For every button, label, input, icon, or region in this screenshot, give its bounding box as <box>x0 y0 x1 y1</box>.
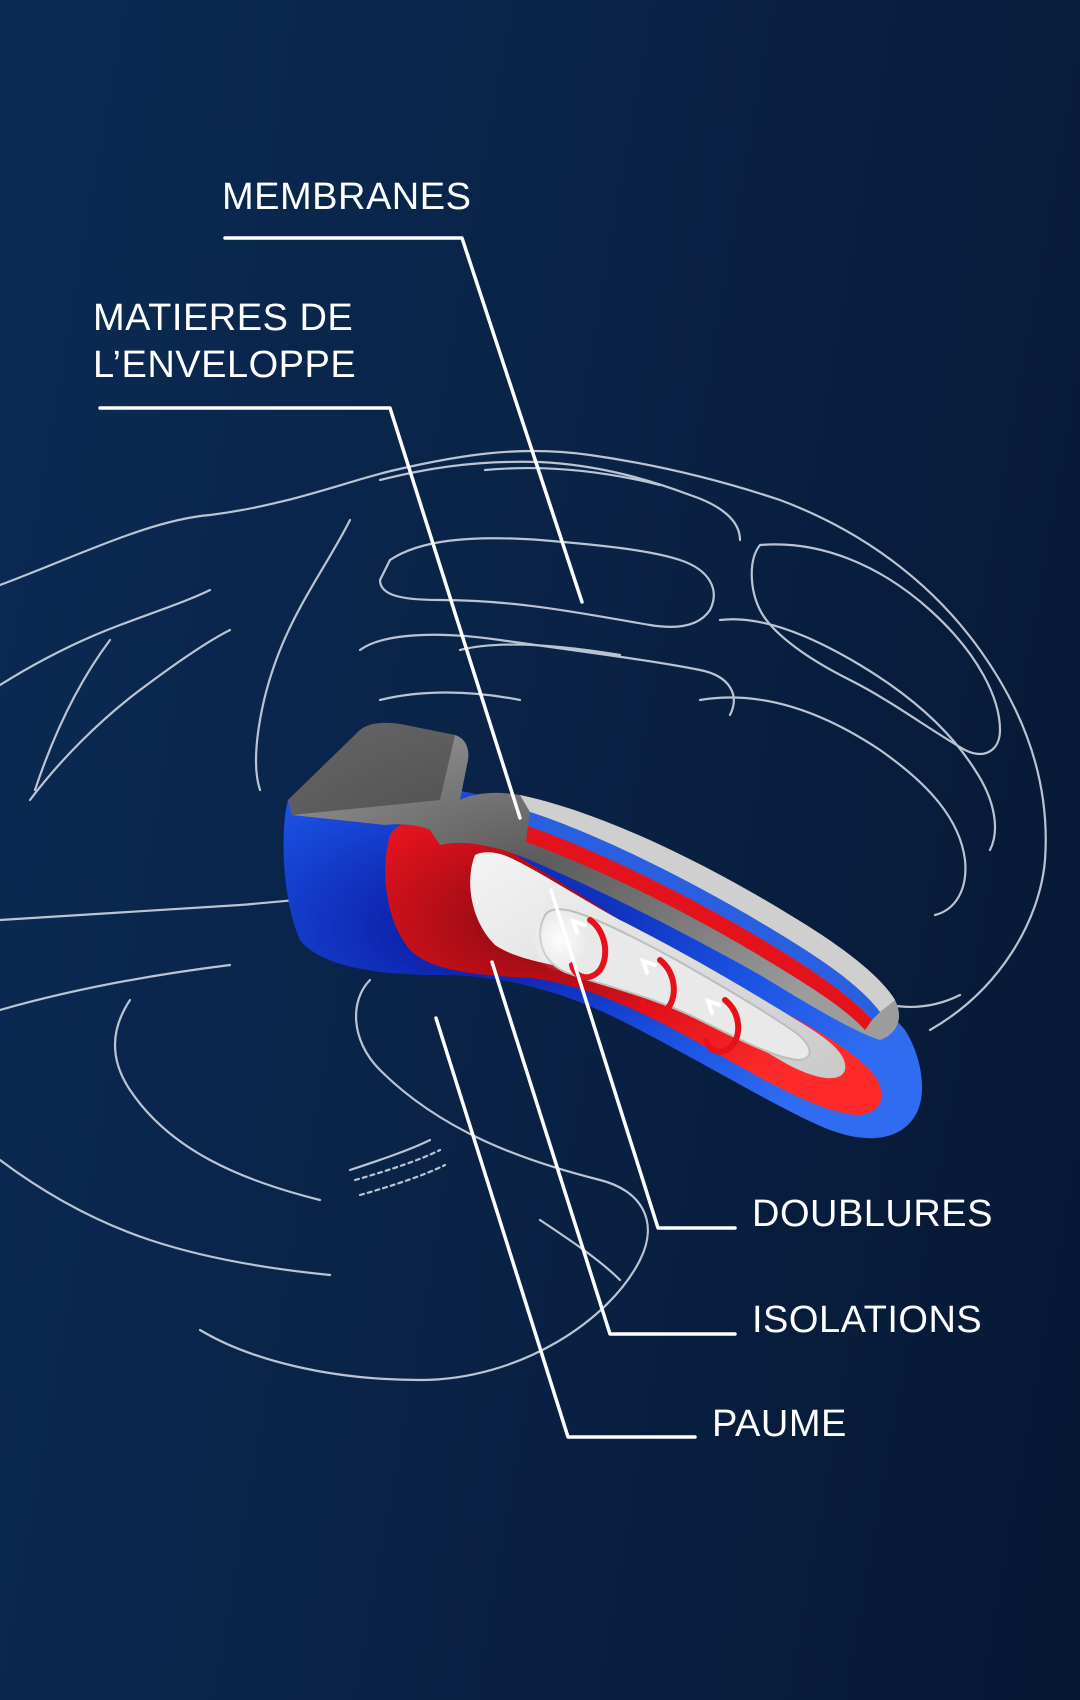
leader-doublures <box>549 888 737 1230</box>
label-doublures: DOUBLURES <box>752 1193 993 1235</box>
label-matieres-line2: L’ENVELOPPE <box>93 344 357 386</box>
label-matieres-line1: MATIERES DE <box>93 297 354 339</box>
leader-isolations <box>490 960 737 1336</box>
leader-lines <box>98 236 737 1439</box>
label-isolations: ISOLATIONS <box>752 1299 983 1341</box>
label-membranes: MEMBRANES <box>222 176 472 218</box>
glove-outline-icon <box>0 449 1047 1382</box>
shell-layer <box>288 722 900 1040</box>
leader-matieres <box>98 406 522 820</box>
label-paume: PAUME <box>712 1403 847 1445</box>
leader-paume <box>434 1016 697 1439</box>
leader-membranes <box>223 236 584 604</box>
